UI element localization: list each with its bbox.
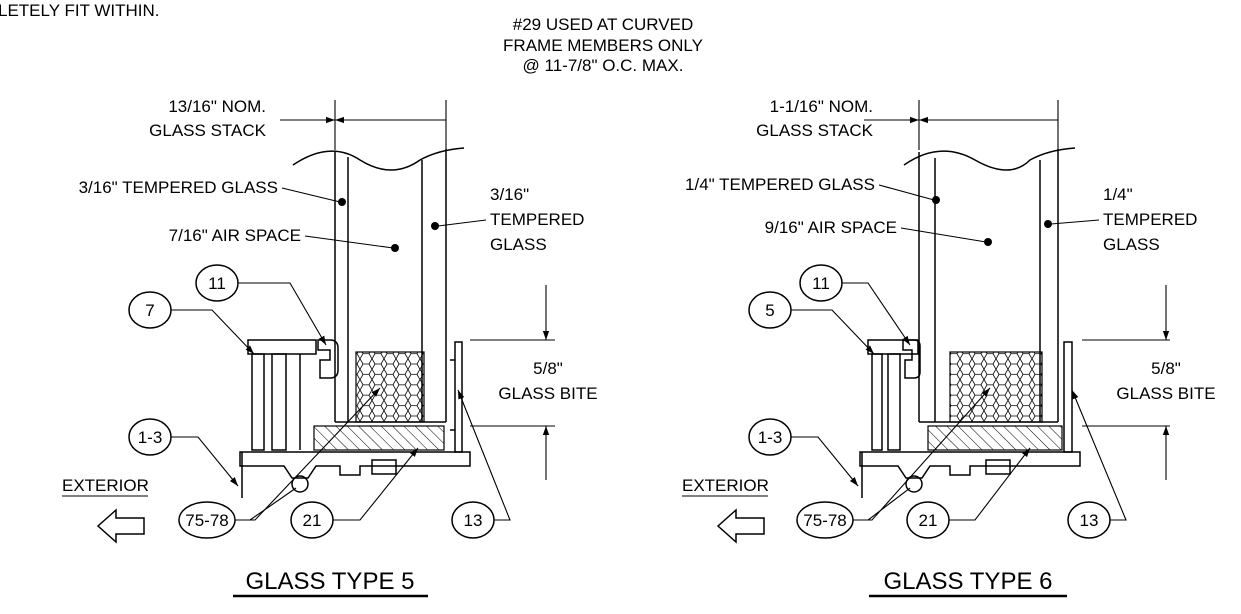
note-line-1: #29 USED AT CURVED bbox=[513, 15, 693, 34]
glass-bite-label-1: 5/8" bbox=[1151, 359, 1181, 378]
glass-stack-label-1: 1-1/16" NOM. bbox=[770, 97, 873, 116]
glass-stack-dimension: 1-1/16" NOM. GLASS STACK bbox=[756, 97, 1059, 150]
leader-dot bbox=[984, 238, 992, 246]
note-line-3: @ 11-7/8" O.C. MAX. bbox=[523, 56, 684, 75]
glass-bite-label-2: GLASS BITE bbox=[1116, 384, 1215, 403]
inner-glass-label-1: 3/16" bbox=[490, 185, 529, 204]
glass-stack-label-2: GLASS STACK bbox=[149, 121, 266, 140]
exterior-label: EXTERIOR bbox=[62, 476, 149, 495]
setting-block bbox=[313, 425, 445, 451]
setting-block bbox=[927, 425, 1063, 451]
leader-dot bbox=[431, 222, 439, 230]
callout-11-label: 11 bbox=[208, 274, 226, 293]
callout-11-label: 11 bbox=[812, 274, 830, 293]
detail-glass-type-5: 13/16" NOM. GLASS STACK 3/16" TEMPERED G… bbox=[62, 97, 598, 598]
callout-frame-label: 5 bbox=[765, 301, 774, 320]
callout-75-78-label: 75-78 bbox=[185, 511, 228, 530]
insulated-glass-unit bbox=[292, 147, 465, 423]
exterior-arrow-icon bbox=[716, 508, 765, 544]
glass-bite-dimension: 5/8" GLASS BITE bbox=[470, 285, 598, 480]
callout-13-label: 13 bbox=[464, 511, 483, 530]
callout-21-label: 21 bbox=[919, 511, 938, 530]
callout-1-3-label: 1-3 bbox=[758, 428, 783, 447]
outer-glass-label: 3/16" TEMPERED GLASS bbox=[79, 178, 278, 197]
inner-glass-label-2: TEMPERED bbox=[490, 210, 584, 229]
glass-stack-label-1: 13/16" NOM. bbox=[168, 97, 266, 116]
leader-dot bbox=[932, 196, 940, 204]
inner-glass-label-1: 1/4" bbox=[1103, 185, 1133, 204]
top-left-text-fragment: LETELY FIT WITHIN. bbox=[0, 1, 160, 20]
callout-13: 13 bbox=[1067, 389, 1127, 539]
callout-1-3: 1-3 bbox=[128, 418, 239, 487]
inner-glass-label-3: GLASS bbox=[490, 235, 547, 254]
glass-stack-label-2: GLASS STACK bbox=[756, 121, 873, 140]
glass-bite-label-1: 5/8" bbox=[533, 359, 563, 378]
detail-title: GLASS TYPE 5 bbox=[246, 568, 415, 595]
callout-frame-label: 7 bbox=[145, 301, 154, 320]
callout-21: 21 bbox=[906, 447, 1031, 539]
detail-glass-type-6: 1-1/16" NOM. GLASS STACK 1/4" TEMPERED G… bbox=[682, 97, 1216, 598]
glass-bite-dimension: 5/8" GLASS BITE bbox=[1082, 285, 1216, 480]
frame-profile bbox=[239, 339, 471, 498]
callout-11: 11 bbox=[195, 264, 327, 346]
callout-11: 11 bbox=[799, 264, 911, 346]
insulated-glass-unit bbox=[903, 147, 1076, 423]
leader-dot bbox=[1044, 220, 1052, 228]
callout-75-78-label: 75-78 bbox=[803, 511, 846, 530]
leader-dot bbox=[338, 198, 346, 206]
callout-13-label: 13 bbox=[1080, 511, 1099, 530]
callout-1-3: 1-3 bbox=[748, 418, 859, 487]
spacer-desiccant bbox=[949, 351, 1043, 423]
callout-75-78: 75-78 bbox=[178, 387, 381, 539]
glass-stack-dimension: 13/16" NOM. GLASS STACK bbox=[149, 97, 447, 150]
note-line-2: FRAME MEMBERS ONLY bbox=[503, 36, 703, 55]
detail-title: GLASS TYPE 6 bbox=[884, 568, 1053, 595]
callout-frame: 7 bbox=[128, 291, 255, 355]
callout-21-label: 21 bbox=[303, 511, 322, 530]
curved-frame-note: #29 USED AT CURVED FRAME MEMBERS ONLY @ … bbox=[503, 15, 703, 75]
frame-profile bbox=[859, 339, 1081, 498]
air-space-label: 7/16" AIR SPACE bbox=[169, 226, 301, 245]
exterior-arrow-icon bbox=[96, 508, 145, 544]
callout-21: 21 bbox=[290, 447, 419, 539]
callout-frame: 5 bbox=[748, 291, 875, 355]
leader-dot bbox=[391, 244, 399, 252]
air-space-label: 9/16" AIR SPACE bbox=[765, 218, 897, 237]
inner-glass-label-3: GLASS bbox=[1103, 235, 1160, 254]
callout-1-3-label: 1-3 bbox=[138, 428, 163, 447]
glass-bite-label-2: GLASS BITE bbox=[498, 384, 597, 403]
outer-glass-label: 1/4" TEMPERED GLASS bbox=[685, 175, 875, 194]
callout-13: 13 bbox=[451, 389, 511, 539]
spacer-desiccant bbox=[355, 351, 425, 423]
inner-glass-label-2: TEMPERED bbox=[1103, 210, 1197, 229]
exterior-label: EXTERIOR bbox=[682, 476, 769, 495]
callout-75-78: 75-78 bbox=[796, 387, 991, 539]
